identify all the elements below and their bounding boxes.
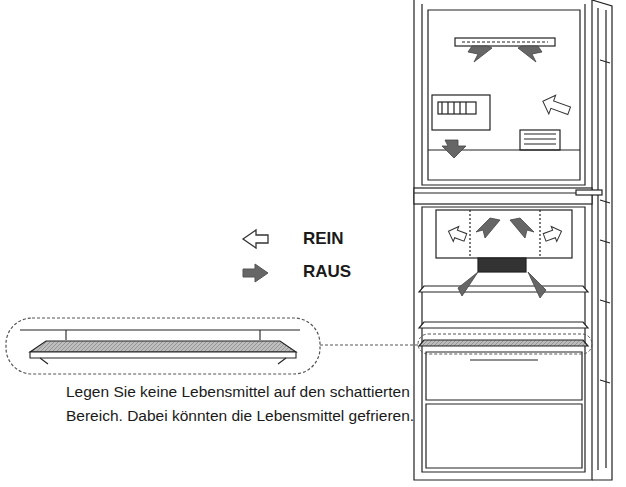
- in-arrow: [243, 230, 268, 248]
- leader-line: [320, 345, 418, 346]
- legend-label: RAUS: [303, 262, 351, 282]
- warning-note: Legen Sie keine Lebensmittel auf den sch…: [66, 380, 416, 428]
- out-arrow: [243, 264, 268, 282]
- highlight-ring: [418, 334, 592, 354]
- zoom-callout: [6, 318, 320, 374]
- fridge-body: [414, 0, 612, 480]
- shelf-closeup: [20, 330, 300, 364]
- airflow-arrows: [442, 46, 546, 298]
- return-arrows: [446, 92, 573, 245]
- legend-label: REIN: [303, 229, 344, 249]
